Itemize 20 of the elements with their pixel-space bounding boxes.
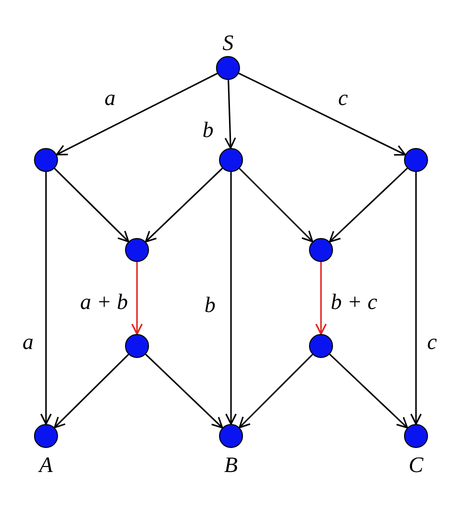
arrow xyxy=(144,168,223,242)
arrow xyxy=(410,172,422,425)
arrow xyxy=(315,262,327,335)
arrow xyxy=(54,168,130,242)
arrow xyxy=(131,262,143,335)
arrow xyxy=(238,168,314,242)
arrow xyxy=(238,72,406,156)
arrow xyxy=(329,354,408,428)
arrow xyxy=(56,72,218,156)
arrow xyxy=(225,172,237,425)
arrow xyxy=(145,354,224,428)
arrow xyxy=(328,168,408,242)
node-label: A xyxy=(39,454,53,476)
node-label: S xyxy=(222,32,234,54)
arrow xyxy=(224,80,236,149)
arrow xyxy=(54,354,129,428)
arrow xyxy=(40,172,52,425)
arrow xyxy=(238,354,314,428)
node-label: B xyxy=(224,454,238,476)
node-label: C xyxy=(408,454,424,476)
